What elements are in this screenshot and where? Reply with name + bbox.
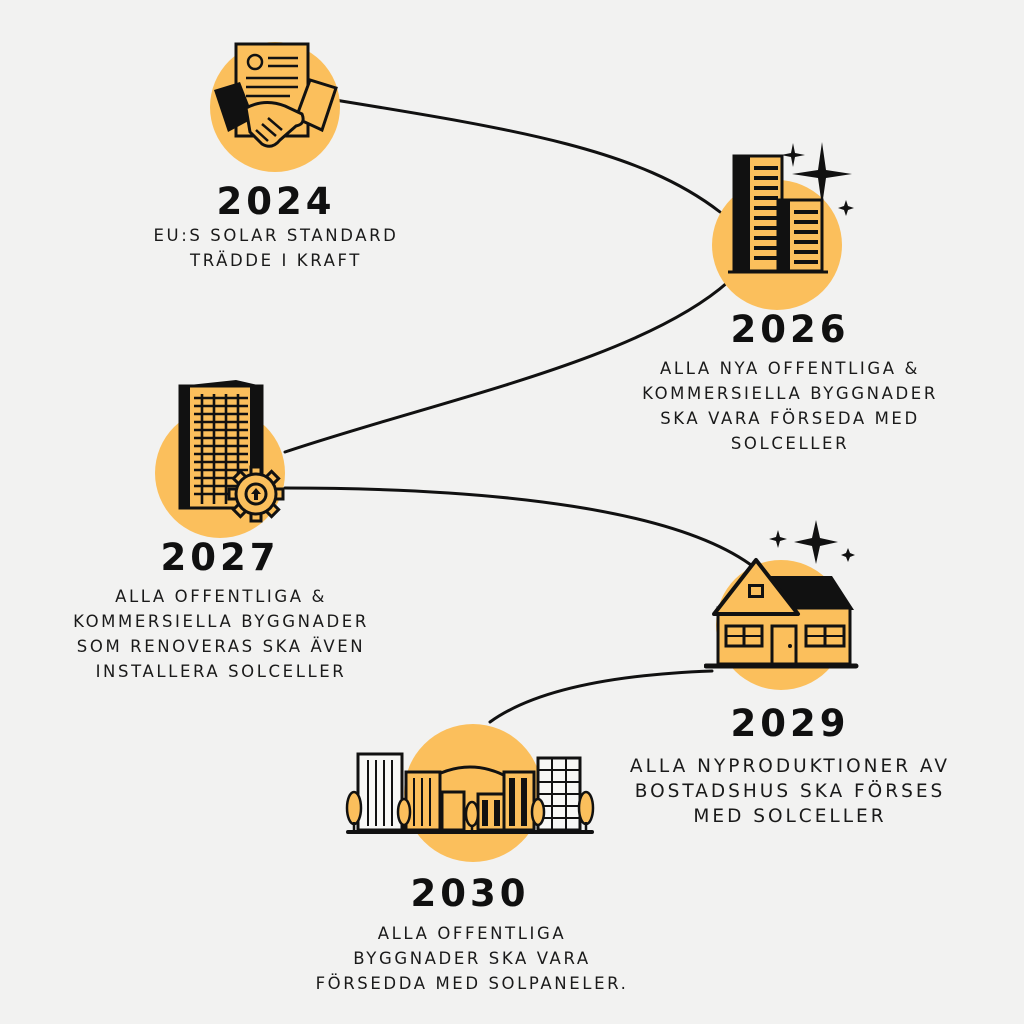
description-line: SOM RENOVERAS SKA ÄVEN <box>76 637 366 656</box>
description-line: BOSTADSHUS SKA FÖRSES <box>634 781 946 802</box>
office-towers-icon <box>728 142 854 274</box>
house-icon <box>704 520 859 669</box>
description-2027: ALLA OFFENTLIGA & KOMMERSIELLA BYGGNADER… <box>36 584 406 684</box>
description-line: BYGGNADER SKA VARA <box>353 949 591 968</box>
sparkle-icon <box>841 548 855 562</box>
description-line: SOLCELLER <box>730 434 850 453</box>
gear-icon <box>227 465 285 523</box>
description-line: INSTALLERA SOLCELLER <box>95 662 347 681</box>
description-line: ALLA OFFENTLIGA <box>377 924 567 943</box>
description-line: EU:S SOLAR STANDARD <box>153 226 399 245</box>
description-line: KOMMERSIELLA BYGGNADER <box>73 612 369 631</box>
year-2024: 2024 <box>216 180 336 223</box>
year-2029: 2029 <box>730 702 850 745</box>
description-2026: ALLA NYA OFFENTLIGA & KOMMERSIELLA BYGGN… <box>600 356 980 456</box>
description-2024: EU:S SOLAR STANDARD TRÄDDE I KRAFT <box>96 223 456 273</box>
year-2030: 2030 <box>410 872 530 915</box>
description-line: KOMMERSIELLA BYGGNADER <box>642 384 938 403</box>
sparkle-icon <box>781 143 805 167</box>
sparkle-icon <box>794 520 838 564</box>
description-line: ALLA OFFENTLIGA & <box>115 587 327 606</box>
description-line: TRÄDDE I KRAFT <box>190 251 362 270</box>
year-2026: 2026 <box>730 308 850 351</box>
description-line: ALLA NYA OFFENTLIGA & <box>660 359 920 378</box>
office-building-gear-icon <box>178 380 285 523</box>
description-line: MED SOLCELLER <box>693 806 887 827</box>
handshake-contract-icon <box>214 42 338 148</box>
sparkle-icon <box>792 142 852 206</box>
description-2030: ALLA OFFENTLIGA BYGGNADER SKA VARA FÖRSE… <box>262 921 682 996</box>
year-2027: 2027 <box>160 536 280 579</box>
description-line: ALLA NYPRODUKTIONER AV <box>629 756 951 777</box>
description-2029: ALLA NYPRODUKTIONER AV BOSTADSHUS SKA FÖ… <box>600 754 980 829</box>
description-line: SKA VARA FÖRSEDA MED <box>660 409 920 428</box>
sparkle-icon <box>769 530 787 548</box>
sparkle-icon <box>838 200 854 216</box>
cityscape-icon <box>345 752 595 834</box>
description-line: FÖRSEDDA MED SOLPANELER. <box>315 974 629 993</box>
